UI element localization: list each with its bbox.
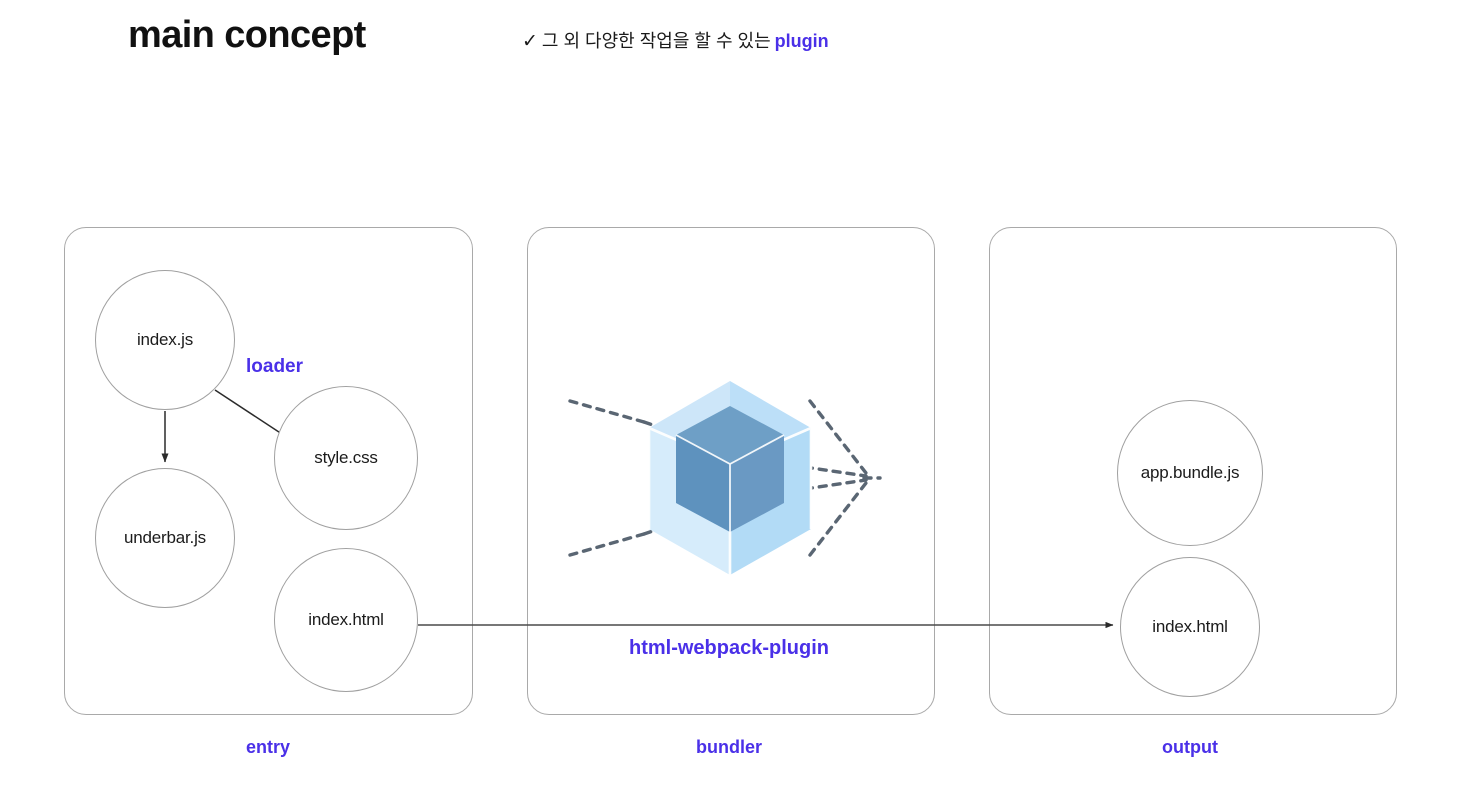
plugin-note-text: 그 외 다양한 작업을 할 수 있는	[541, 31, 771, 51]
node-index-js[interactable]: index.js	[95, 270, 235, 410]
node-index-html-output[interactable]: index.html	[1120, 557, 1260, 697]
check-mark-icon: ✓	[522, 31, 538, 52]
panel-output	[989, 227, 1397, 715]
panel-caption-output: output	[1162, 737, 1218, 757]
node-index-html-entry[interactable]: index.html	[274, 548, 418, 692]
plugin-note-accent: plugin	[774, 31, 829, 51]
panel-caption-bundler: bundler	[696, 737, 762, 757]
node-label: app.bundle.js	[1140, 463, 1240, 482]
panel-bundler	[527, 227, 935, 715]
node-label: index.html	[308, 610, 384, 629]
node-label: index.js	[136, 330, 194, 349]
panel-entry	[64, 227, 473, 715]
page-title: main concept	[128, 14, 366, 56]
webpack-cube-logo	[568, 381, 882, 575]
edge-label-loader: loader	[246, 356, 304, 377]
node-app-bundle-js[interactable]: app.bundle.js	[1117, 400, 1263, 546]
node-style-css[interactable]: style.css	[274, 386, 418, 530]
node-label: underbar.js	[124, 528, 206, 547]
node-underbar-js[interactable]: underbar.js	[95, 468, 235, 608]
node-label: index.html	[1152, 617, 1228, 636]
edge-label-html-webpack-plugin: html-webpack-plugin	[629, 637, 829, 659]
node-label: style.css	[314, 448, 378, 467]
plugin-note: ✓ 그 외 다양한 작업을 할 수 있는 plugin	[522, 27, 829, 53]
panel-caption-entry: entry	[245, 737, 291, 757]
